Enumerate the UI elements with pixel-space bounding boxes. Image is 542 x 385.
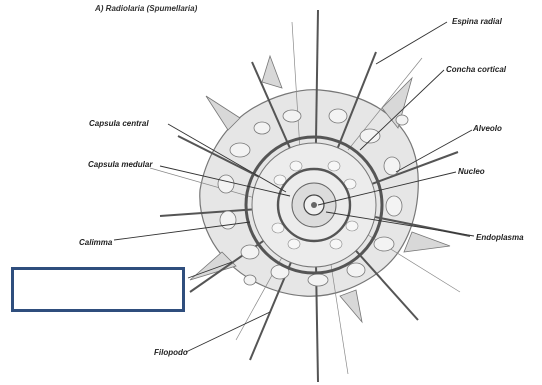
blank-answer-box[interactable]: [11, 267, 185, 312]
label-espina-radial: Espina radial: [452, 17, 503, 26]
label-concha-cortical: Concha cortical: [446, 65, 507, 74]
label-capsula-central: Capsula central: [89, 119, 149, 128]
nucleolus: [311, 202, 317, 208]
label-alveolo: Alveolo: [472, 124, 502, 133]
label-nucleo: Nucleo: [458, 167, 485, 176]
figure-title: A) Radiolaria (Spumellaria): [94, 4, 198, 13]
label-filopodo: Filopodo: [154, 348, 188, 357]
label-capsula-medular: Capsula medular: [88, 160, 153, 169]
label-endoplasma: Endoplasma: [476, 233, 524, 242]
label-calimma: Calimma: [79, 238, 113, 247]
